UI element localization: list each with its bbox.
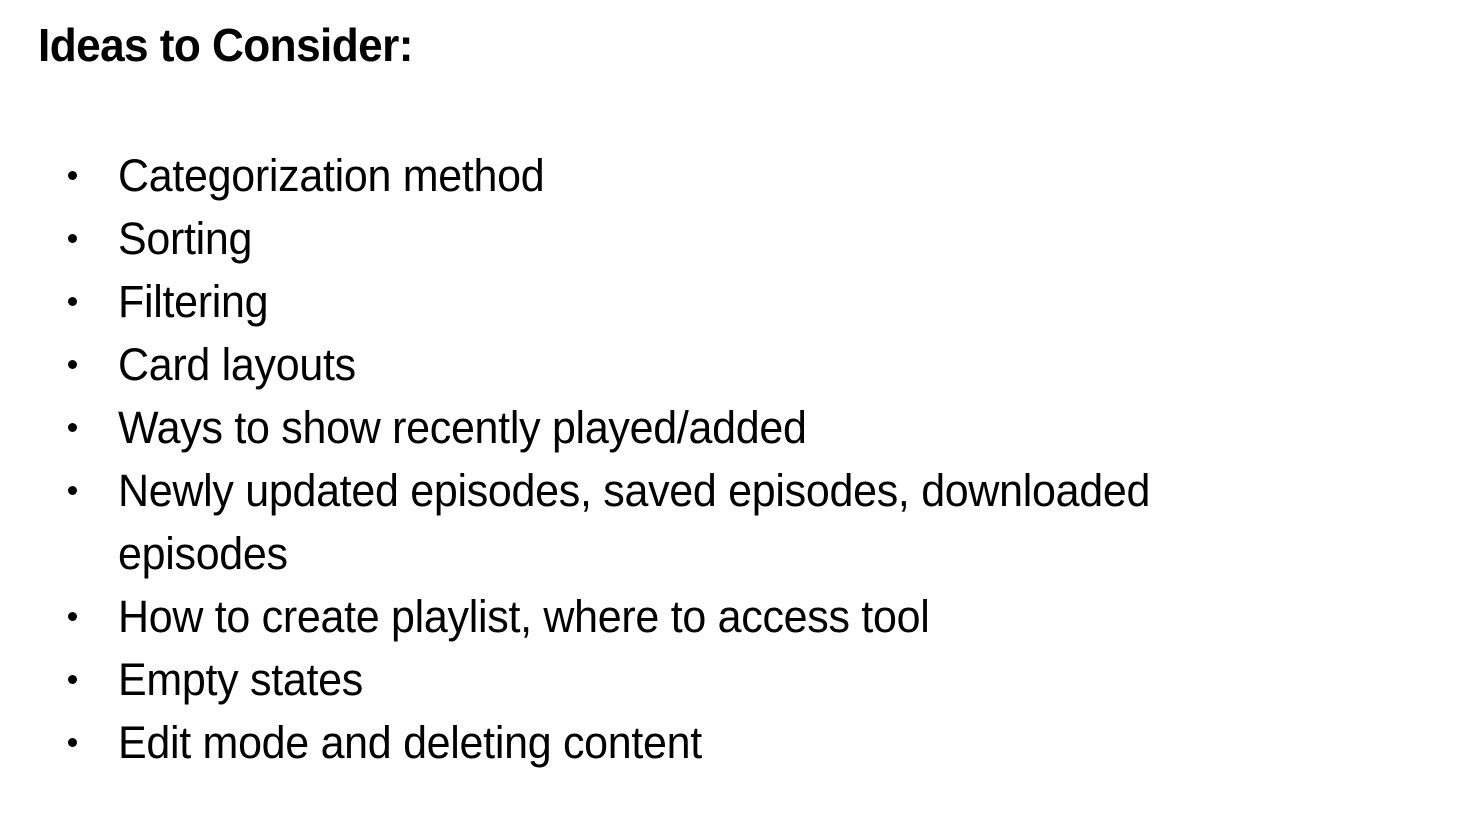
list-item-label: Card layouts [118, 339, 356, 390]
list-item-label: Filtering [118, 276, 269, 327]
list-item: Card layouts [62, 333, 1402, 396]
bullet-dot-icon [68, 297, 77, 306]
page-title: Ideas to Consider: [38, 19, 413, 71]
bullet-dot-icon [68, 423, 77, 432]
list-item: Newly updated episodes, saved episodes, … [62, 459, 1402, 585]
list-item: Categorization method [62, 144, 1402, 207]
list-item: Edit mode and deleting content [62, 711, 1402, 774]
list-item-label: How to create playlist, where to access … [118, 591, 930, 642]
bullet-dot-icon [68, 234, 77, 243]
list-item-label: Newly updated episodes, saved episodes, … [118, 465, 1162, 579]
list-item: Filtering [62, 270, 1402, 333]
list-item: How to create playlist, where to access … [62, 585, 1402, 648]
bullet-dot-icon [68, 360, 77, 369]
bullet-dot-icon [68, 612, 77, 621]
bullet-dot-icon [68, 171, 77, 180]
list-item: Ways to show recently played/added [62, 396, 1402, 459]
bullet-dot-icon [68, 675, 77, 684]
list-item-label: Empty states [118, 654, 363, 705]
list-item: Sorting [62, 207, 1402, 270]
list-item-label: Sorting [118, 213, 253, 264]
bullet-dot-icon [68, 486, 77, 495]
list-item-label: Categorization method [118, 150, 545, 201]
list-item: Empty states [62, 648, 1402, 711]
ideas-bullet-list: Categorization method Sorting Filtering … [62, 144, 1402, 774]
list-item-label: Ways to show recently played/added [118, 402, 807, 453]
list-item-label: Edit mode and deleting content [118, 717, 702, 768]
bullet-dot-icon [68, 738, 77, 747]
